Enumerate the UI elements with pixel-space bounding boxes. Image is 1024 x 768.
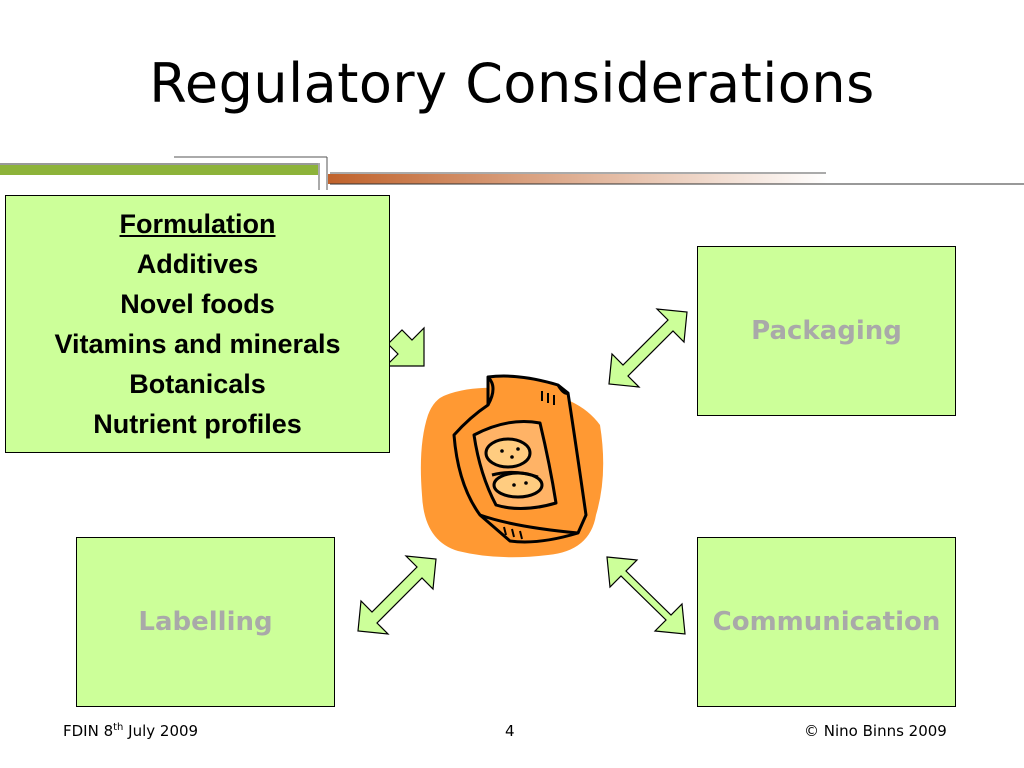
- formulation-item: Nutrient profiles: [93, 409, 302, 439]
- formulation-item: Vitamins and minerals: [54, 329, 341, 359]
- communication-box: Communication: [697, 537, 956, 707]
- footer-event-text: FDIN 8: [63, 722, 114, 740]
- food-bag-icon: [420, 374, 604, 558]
- header-divider: [0, 156, 1024, 190]
- footer-ordinal: th: [113, 722, 124, 733]
- page-number: 4: [505, 722, 515, 740]
- footer-event-date: FDIN 8th July 2009: [63, 722, 198, 740]
- footer-date-text: July 2009: [123, 722, 199, 740]
- packaging-label: Packaging: [751, 316, 902, 346]
- footer-copyright: © Nino Binns 2009: [804, 722, 947, 740]
- labelling-label: Labelling: [138, 607, 273, 637]
- arrow-formulation-center: [384, 326, 425, 367]
- labelling-box: Labelling: [76, 537, 335, 707]
- slide-title: Regulatory Considerations: [149, 52, 875, 115]
- arrow-center-packaging: [608, 308, 688, 388]
- arrow-center-labelling: [357, 555, 437, 635]
- arrow-center-communication: [606, 556, 686, 635]
- communication-label: Communication: [712, 607, 941, 637]
- formulation-box: Formulation Additives Novel foods Vitami…: [5, 195, 390, 453]
- formulation-item: Additives: [136, 249, 259, 279]
- packaging-box: Packaging: [697, 246, 956, 416]
- formulation-item: Botanicals: [129, 369, 266, 399]
- formulation-item: Novel foods: [120, 289, 275, 319]
- formulation-heading: Formulation: [119, 209, 276, 239]
